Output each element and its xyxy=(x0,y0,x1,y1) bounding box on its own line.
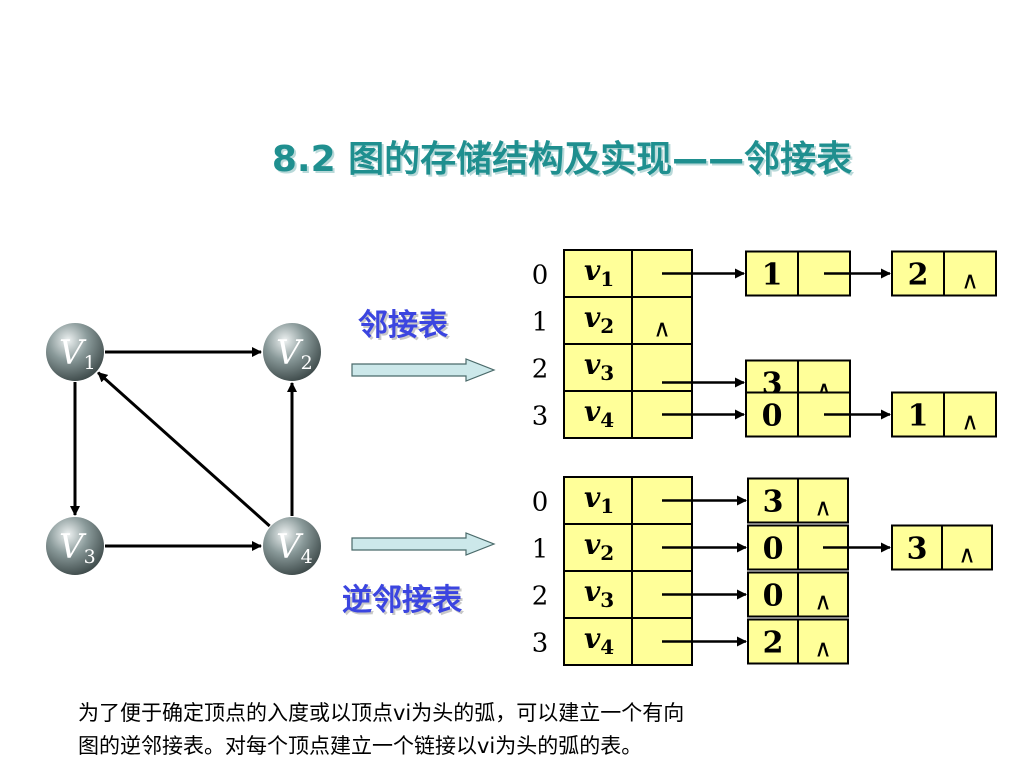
vertex-subscript: 3 xyxy=(600,588,614,612)
next-cell xyxy=(943,391,997,438)
null-pointer: ∧ xyxy=(961,267,979,295)
null-pointer: ∧ xyxy=(814,494,832,522)
vertex-subscript: 1 xyxy=(600,494,614,518)
next-cell xyxy=(943,250,997,297)
node-subscript: 2 xyxy=(301,352,313,374)
adjvex-value: 0 xyxy=(763,579,784,614)
edge-V4-V1 xyxy=(97,371,271,528)
vertex-subscript: 1 xyxy=(600,267,614,291)
node-sphere xyxy=(46,323,104,381)
vertex-index: 1 xyxy=(532,535,549,565)
adjacency-list-label: 邻接表 xyxy=(358,308,448,343)
arrow-to-adjacency xyxy=(351,358,496,382)
node-subscript: 1 xyxy=(84,352,96,374)
vertex-index: 3 xyxy=(532,402,549,432)
vertex-subscript: 4 xyxy=(600,408,614,432)
graph-node-v1: V1 xyxy=(46,323,104,381)
caption-line-1: 为了便于确定顶点的入度或以顶点vi为头的弧，可以建立一个有向 xyxy=(78,701,685,725)
adjvex-value: 3 xyxy=(763,485,784,520)
adjvex-cell xyxy=(745,391,799,438)
graph-node-v4: V4 xyxy=(263,517,321,575)
next-cell xyxy=(797,477,849,524)
firstarc-cell xyxy=(631,343,693,392)
adjvex-cell xyxy=(747,477,799,524)
arrow-to-inverse xyxy=(351,532,496,556)
adjvex-value: 0 xyxy=(763,532,784,567)
null-pointer: ∧ xyxy=(814,588,832,616)
vertex-name: v3 xyxy=(584,575,614,612)
page-title: 8.2 图的存储结构及实现——邻接表 xyxy=(0,130,1024,182)
adjvex-value: 0 xyxy=(762,399,783,434)
vertex-name: v3 xyxy=(584,348,614,385)
adjvex-cell xyxy=(891,391,945,438)
firstarc-cell xyxy=(631,296,693,345)
arc-node: 1 xyxy=(745,250,891,297)
page-title-text: 8.2 图的存储结构及实现——邻接表 xyxy=(271,139,853,180)
null-pointer: ∧ xyxy=(961,408,979,436)
node-subscript: 4 xyxy=(301,546,313,568)
vertex-index: 2 xyxy=(532,355,549,385)
adjvex-value: 2 xyxy=(763,626,784,661)
next-cell xyxy=(797,571,849,618)
null-pointer: ∧ xyxy=(814,635,832,663)
arc-node: 2∧ xyxy=(747,618,849,665)
vertex-index: 0 xyxy=(532,488,549,518)
vertex-index: 0 xyxy=(532,261,549,291)
adjvex-value: 2 xyxy=(908,258,929,293)
vertex-subscript: 4 xyxy=(600,635,614,659)
next-cell xyxy=(941,524,993,571)
adjvex-value: 3 xyxy=(907,532,928,567)
node-subscript: 3 xyxy=(84,546,96,568)
arc-node: 0∧ xyxy=(747,571,849,618)
arc-node: 3∧ xyxy=(891,524,993,571)
caption: 为了便于确定顶点的入度或以顶点vi为头的弧，可以建立一个有向 图的逆邻接表。对每… xyxy=(78,697,684,763)
adjvex-cell xyxy=(747,571,799,618)
vertex-cell xyxy=(563,523,633,572)
caption-line-2: 图的逆邻接表。对每个顶点建立一个链接以vi为头的弧的表。 xyxy=(78,734,643,758)
vertex-index: 3 xyxy=(532,629,549,659)
vertex-subscript: 2 xyxy=(600,314,614,338)
adjvex-value: 1 xyxy=(762,258,783,293)
node-sphere xyxy=(263,323,321,381)
vertex-cell xyxy=(563,343,633,392)
arc-node: 0 xyxy=(747,524,891,571)
flow-arrows xyxy=(351,358,496,556)
adjvex-cell xyxy=(891,250,945,297)
vertex-index: 2 xyxy=(532,582,549,612)
adjvex-value: 1 xyxy=(908,399,929,434)
null-pointer: ∧ xyxy=(958,541,976,569)
vertex-cell xyxy=(563,249,633,298)
graph-node-v3: V3 xyxy=(46,517,104,575)
graph-node-v2: V2 xyxy=(263,323,321,381)
inverse-adjacency-list-label: 逆邻接表 xyxy=(342,583,462,618)
node-sphere xyxy=(46,517,104,575)
arc-node: 2∧ xyxy=(891,250,997,297)
arc-node: 3∧ xyxy=(747,477,849,524)
adjvex-cell xyxy=(747,618,799,665)
vertex-index: 1 xyxy=(532,308,549,338)
null-pointer: ∧ xyxy=(653,315,671,343)
node-sphere xyxy=(263,517,321,575)
arc-node: 1∧ xyxy=(891,391,997,438)
next-cell xyxy=(797,618,849,665)
arc-node: 0 xyxy=(745,391,891,438)
vertex-subscript: 2 xyxy=(600,541,614,565)
vertex-subscript: 3 xyxy=(600,361,614,385)
